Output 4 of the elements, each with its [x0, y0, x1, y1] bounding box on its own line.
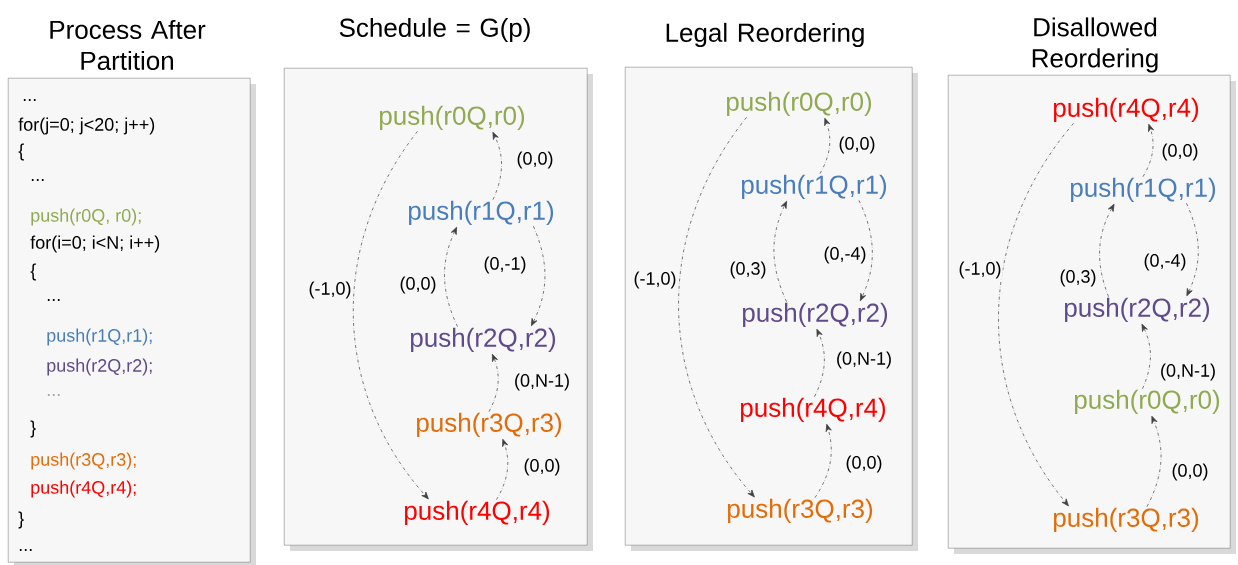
panel-title: Disallowed Reordering: [1032, 17, 1158, 73]
panel-title: Process After Partition: [50, 19, 206, 71]
panel-title: Schedule = G(p): [339, 17, 530, 43]
panel-title: Legal Reordering: [666, 22, 864, 48]
